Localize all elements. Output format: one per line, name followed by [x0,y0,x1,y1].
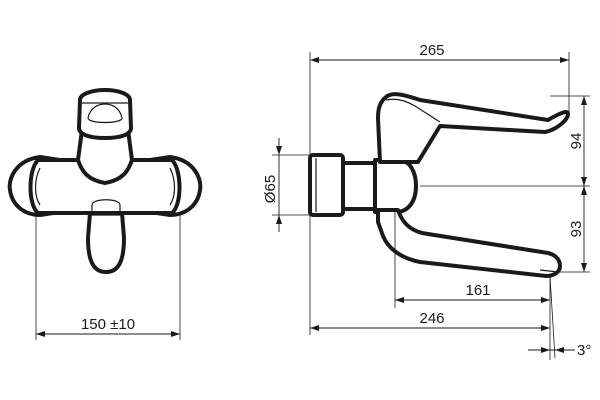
front-body-highlight [34,167,41,206]
front-neck [76,128,134,185]
side-lever-top [385,98,441,123]
front-spout [86,211,126,274]
dimension-angle-3: 3° [528,275,591,359]
dimension-150: 150 ±10 [35,213,181,340]
dimension-93: 93 [560,186,590,273]
dimension-246-label: 246 [419,310,444,327]
dimension-diameter-65-label: Ø65 [262,175,279,203]
wall-connector [341,161,377,211]
dimension-246: 246 [309,215,550,335]
front-view [7,88,203,274]
dimension-94: 94 [420,95,590,187]
dimension-94-label: 94 [568,133,585,150]
dimension-angle-3-label: 3° [577,342,591,359]
front-lever [77,88,133,140]
dimension-161-label: 161 [465,282,490,299]
side-body [373,158,418,214]
side-spout [376,208,562,278]
dimension-150-label: 150 ±10 [81,316,135,333]
front-body-highlight-right [169,167,176,206]
dimension-265-label: 265 [419,42,444,59]
wall-flange [308,153,345,217]
front-lever-slot [87,103,123,124]
side-lever [376,92,570,164]
dimension-93-label: 93 [568,221,585,238]
front-spout-top [91,199,121,216]
side-spout-tip [539,269,559,273]
dimension-265: 265 [309,42,570,155]
side-view [308,92,570,278]
dimension-diameter-65: Ø65 [262,138,310,232]
dimension-161: 161 [394,212,551,360]
